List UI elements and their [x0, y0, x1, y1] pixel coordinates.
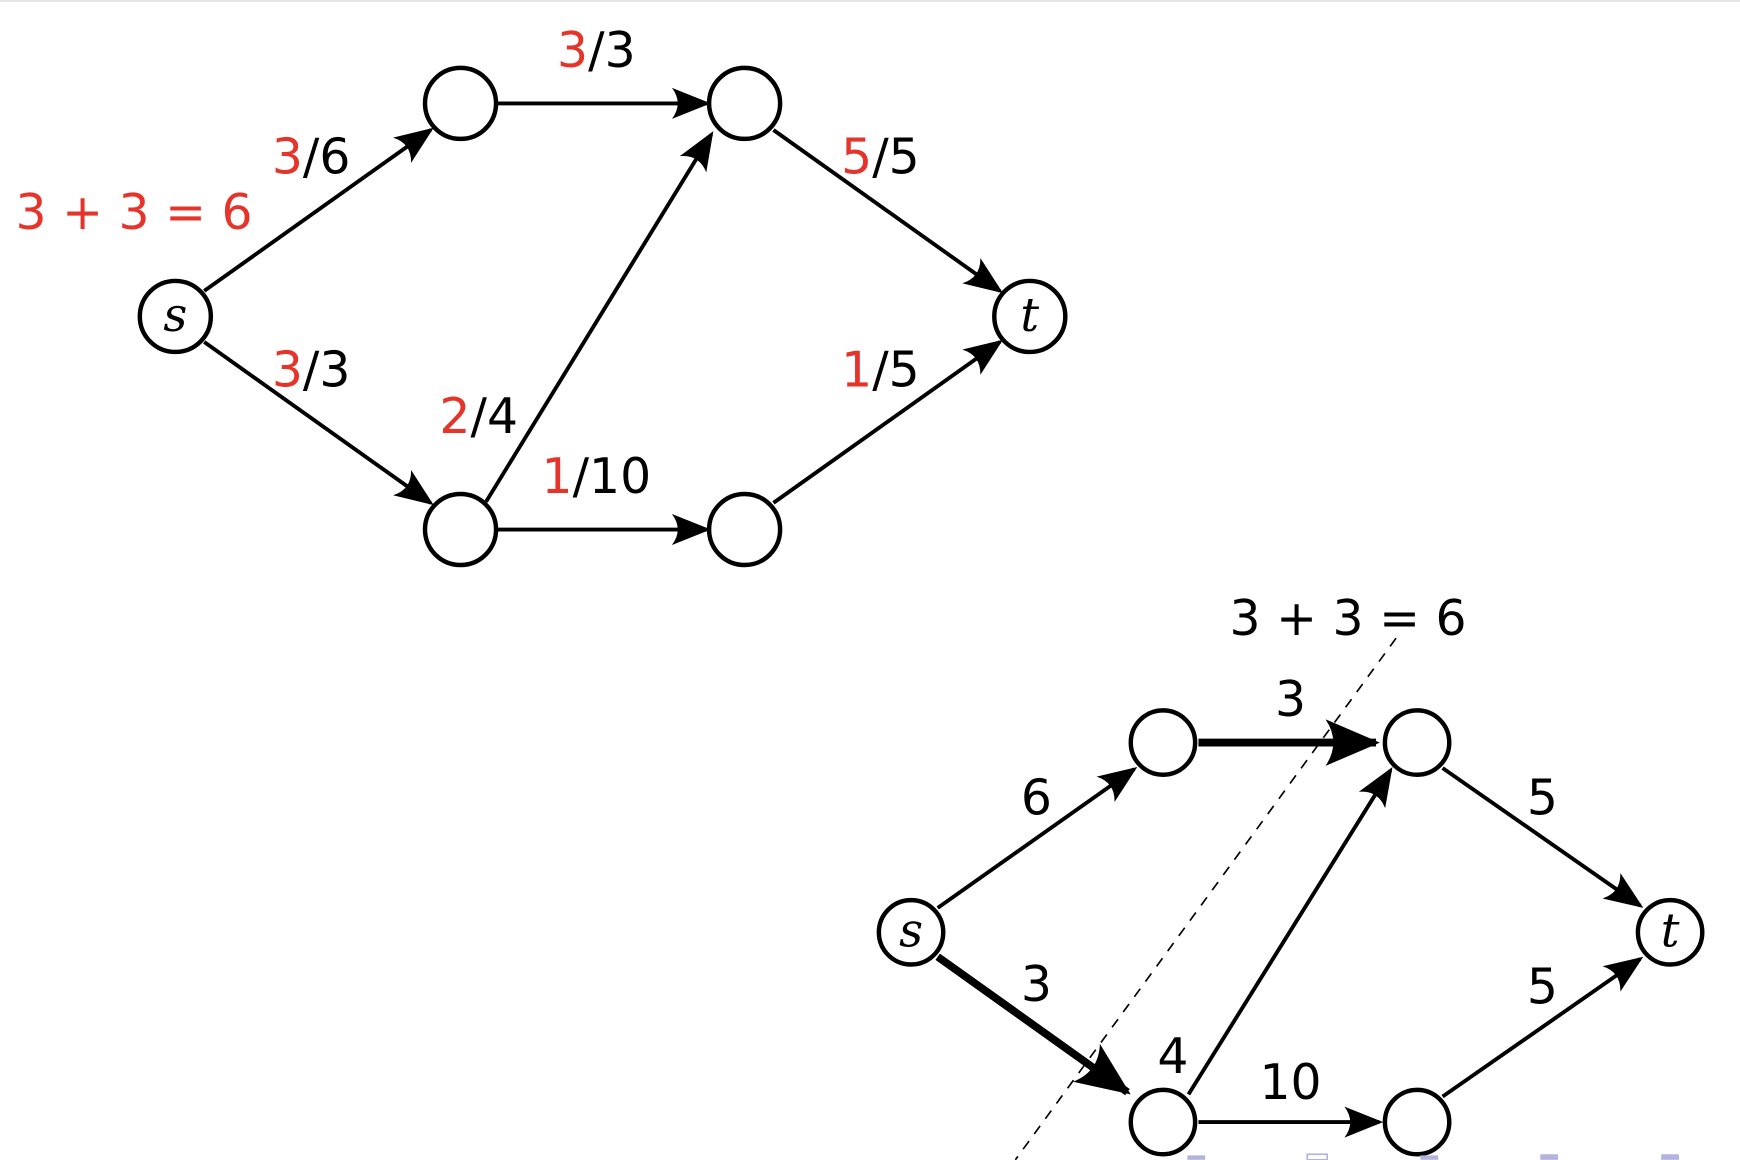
slide-navigation-bar[interactable] — [1187, 1153, 1679, 1160]
source-label: s — [163, 288, 187, 342]
node — [706, 65, 783, 142]
edge-label: 3/3 — [557, 22, 636, 79]
edge-c-b — [484, 131, 714, 503]
capacity-label: 3 — [1021, 956, 1052, 1013]
edge-label: 1/5 — [841, 341, 920, 398]
top-border — [0, 0, 1740, 2]
capacity-label: 10 — [1260, 1054, 1322, 1111]
nav-slide-icon[interactable] — [1540, 1154, 1559, 1160]
node — [706, 491, 783, 568]
edge-label: 5/5 — [841, 128, 920, 185]
node-source — [876, 897, 946, 967]
source-label: s — [899, 904, 923, 958]
cut-sum-label: 3 + 3 = 6 — [1230, 590, 1467, 647]
edge-label: 2/4 — [439, 388, 518, 445]
nav-search-icon[interactable] — [1661, 1154, 1679, 1160]
edge-s-a — [203, 127, 434, 293]
edge-s-c — [203, 340, 434, 506]
edge-d-t — [1441, 956, 1644, 1099]
capacity-label: 6 — [1021, 770, 1052, 827]
edge-label: 3/3 — [272, 341, 351, 398]
edge-label: 1/10 — [542, 448, 652, 505]
nav-subsection-icon[interactable] — [1306, 1153, 1329, 1160]
capacity-label: 4 — [1157, 1028, 1188, 1085]
cut-sum-label: 3 + 3 = 6 — [16, 184, 253, 241]
edge-b-t — [1441, 766, 1644, 908]
node — [1382, 1087, 1452, 1157]
node-sink — [992, 278, 1068, 355]
nav-frame-icon[interactable] — [1187, 1155, 1206, 1160]
capacity-label: 3 — [1275, 671, 1306, 728]
edge-b-t — [772, 128, 1003, 294]
sink-label: t — [1661, 904, 1680, 958]
capacity-label: 5 — [1527, 958, 1558, 1015]
capacity-label: 5 — [1527, 770, 1558, 827]
edge-d-t — [772, 339, 1003, 505]
node — [422, 65, 499, 142]
node — [1128, 1087, 1198, 1157]
node-sink — [1635, 897, 1705, 967]
node-source — [137, 278, 214, 355]
node — [1382, 708, 1452, 777]
nav-section-icon[interactable] — [1420, 1155, 1439, 1160]
top-flow-graph: s t 3 + 3 = 6 3/6 3/3 3/3 5/5 2/4 1/10 1… — [16, 22, 1068, 568]
node — [1128, 708, 1198, 777]
edge-c-b — [1186, 767, 1393, 1096]
edge-s-a — [936, 766, 1138, 910]
sink-label: t — [1020, 288, 1039, 342]
edge-label: 3/6 — [272, 128, 351, 185]
bottom-cut-graph: s t 3 + 3 = 6 6 3 3 5 4 10 5 — [876, 590, 1705, 1160]
edge-s-c-cut — [935, 953, 1131, 1096]
cut-line — [1014, 637, 1397, 1160]
node — [422, 491, 499, 568]
